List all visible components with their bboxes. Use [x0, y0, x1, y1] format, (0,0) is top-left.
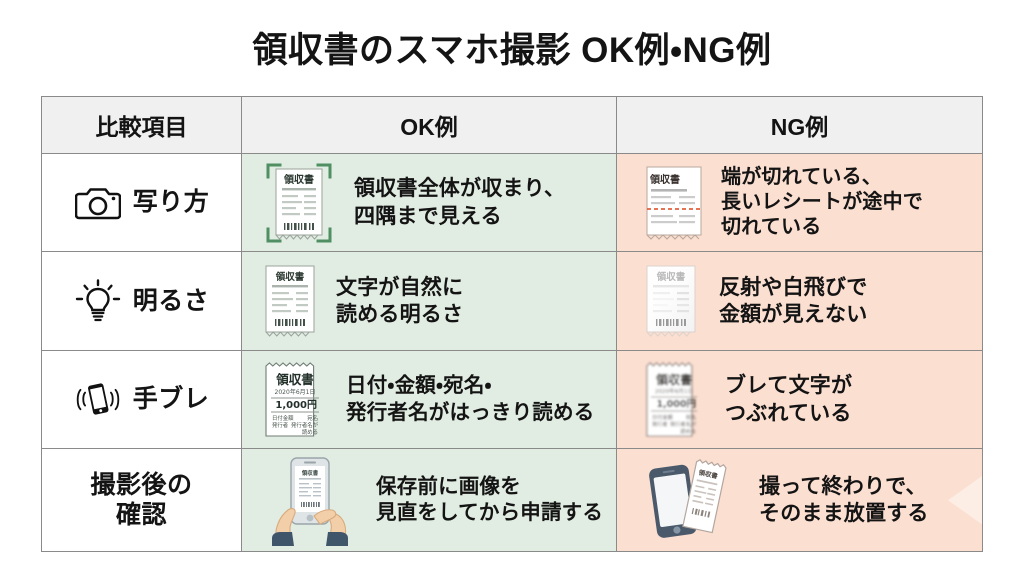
svg-text:読める: 読める: [302, 428, 318, 436]
header-cell-item: 比較項目: [42, 97, 242, 153]
row-ng-cell-3: 領収書 2020年6月1日 1,000円 日付金額 宛名 発行者 発行者名が 読…: [617, 350, 982, 449]
row-ok-cell-3: 領収書 2020年6月1日 1,000円 日付金額 宛名 発行者 発行者名が 読…: [242, 350, 617, 449]
row-ng-cell-2: 領収書: [617, 252, 982, 350]
row-ok-text-1: 領収書全体が収まり、 四隅まで見える: [354, 177, 566, 228]
svg-text:日付金額: 日付金額: [652, 413, 674, 421]
svg-text:2020年6月1日: 2020年6月1日: [275, 388, 316, 396]
svg-text:発行者名が: 発行者名が: [670, 420, 697, 428]
svg-text:日付金額: 日付金額: [272, 414, 294, 422]
table-row: 撮影後の 確認 領収書: [42, 449, 982, 551]
lightbulb-icon: [74, 279, 122, 323]
row-item-cell-1: 写り方: [42, 153, 242, 252]
table-row: 手ブレ 領収書 2020年6月1日 1,000円 日付金額: [42, 350, 982, 450]
hands-holding-phone-icon: 領収書: [258, 454, 362, 547]
svg-text:宛名: 宛名: [686, 413, 696, 421]
row-ng-text-4: 撮って終わりで、 そのまま放置する: [759, 474, 929, 526]
svg-text:1,000円: 1,000円: [656, 399, 696, 410]
receipt-sharp-detail-icon: 領収書 2020年6月1日 1,000円 日付金額 宛名 発行者 発行者名が 読…: [258, 356, 332, 444]
row-ok-text-3: 日付・金額・宛名・ 発行者名がはっきり読める: [346, 374, 595, 424]
svg-text:領収書: 領収書: [301, 469, 319, 477]
row-item-label-3: 手ブレ: [132, 385, 210, 414]
header-item-label: 比較項目: [95, 113, 188, 140]
header-cell-ok: OK例: [242, 97, 617, 153]
svg-text:1,000円: 1,000円: [275, 399, 317, 411]
comparison-table: 比較項目 OK例 NG例 写: [41, 96, 983, 552]
row-ok-text-2: 文字が自然に 読める明るさ: [336, 275, 464, 327]
svg-text:領収書: 領収書: [275, 372, 314, 387]
svg-text:宛名: 宛名: [307, 414, 318, 422]
receipt-with-focus-brackets-icon: 領収書: [258, 159, 340, 247]
row-item-cell-4: 撮影後の 確認: [42, 449, 242, 551]
phone-shake-icon: [74, 378, 122, 422]
svg-text:読める: 読める: [680, 427, 696, 435]
header-ng-label: NG例: [770, 113, 829, 140]
phone-and-receipt-left-alone-icon: 領収書: [639, 454, 743, 546]
svg-text:領収書: 領収書: [655, 372, 692, 387]
table-row: 写り方 領収書: [42, 153, 982, 253]
row-ok-cell-2: 領収書: [242, 252, 617, 350]
row-item-cell-3: 手ブレ: [42, 350, 242, 449]
svg-text:発行者: 発行者: [652, 420, 668, 428]
header-ok-label: OK例: [400, 113, 458, 140]
header-cell-ng: NG例: [617, 97, 982, 153]
row-ng-text-2: 反射や白飛びで 金額が見えない: [719, 275, 868, 327]
row-ng-cell-1: 領収書 端が切れている、 長いレ: [617, 153, 982, 252]
svg-text:発行者: 発行者: [272, 421, 289, 429]
row-item-cell-2: 明るさ: [42, 252, 242, 350]
receipt-cut-off-icon: 領収書: [639, 159, 705, 247]
receipt-blown-out-icon: 領収書: [639, 258, 703, 344]
camera-icon: [74, 181, 122, 225]
row-ng-cell-4: 領収書: [617, 449, 982, 551]
receipt-well-lit-icon: 領収書: [258, 258, 322, 344]
row-ok-cell-1: 領収書: [242, 153, 617, 252]
row-ok-text-4: 保存前に画像を 見直をしてから申請する: [376, 474, 604, 525]
row-ng-text-3: ブレて文字が つぶれている: [725, 374, 853, 425]
svg-text:領収書: 領収書: [283, 173, 314, 186]
svg-text:領収書: 領収書: [697, 468, 719, 481]
svg-text:2020年6月1日: 2020年6月1日: [655, 387, 693, 395]
page-title: 領収書のスマホ撮影 OK例・NG例: [252, 31, 772, 70]
row-item-label-2: 明るさ: [132, 286, 210, 315]
row-ok-cell-4: 領収書: [242, 449, 617, 551]
svg-text:領収書: 領収書: [649, 173, 680, 186]
receipt-blurred-icon: 領収書 2020年6月1日 1,000円 日付金額 宛名 発行者 発行者名が 読…: [639, 356, 709, 444]
table-row: 明るさ 領収書: [42, 252, 982, 351]
svg-text:発行者名が: 発行者名が: [291, 421, 319, 429]
svg-text:領収書: 領収書: [656, 271, 686, 283]
svg-text:領収書: 領収書: [275, 271, 305, 283]
row-ng-text-1: 端が切れている、 長いレシートが途中で 切れている: [721, 165, 923, 239]
row-item-label-4: 撮影後の 確認: [90, 470, 193, 530]
table-header-row: 比較項目 OK例 NG例: [42, 97, 982, 154]
row-item-label-1: 写り方: [132, 188, 210, 217]
